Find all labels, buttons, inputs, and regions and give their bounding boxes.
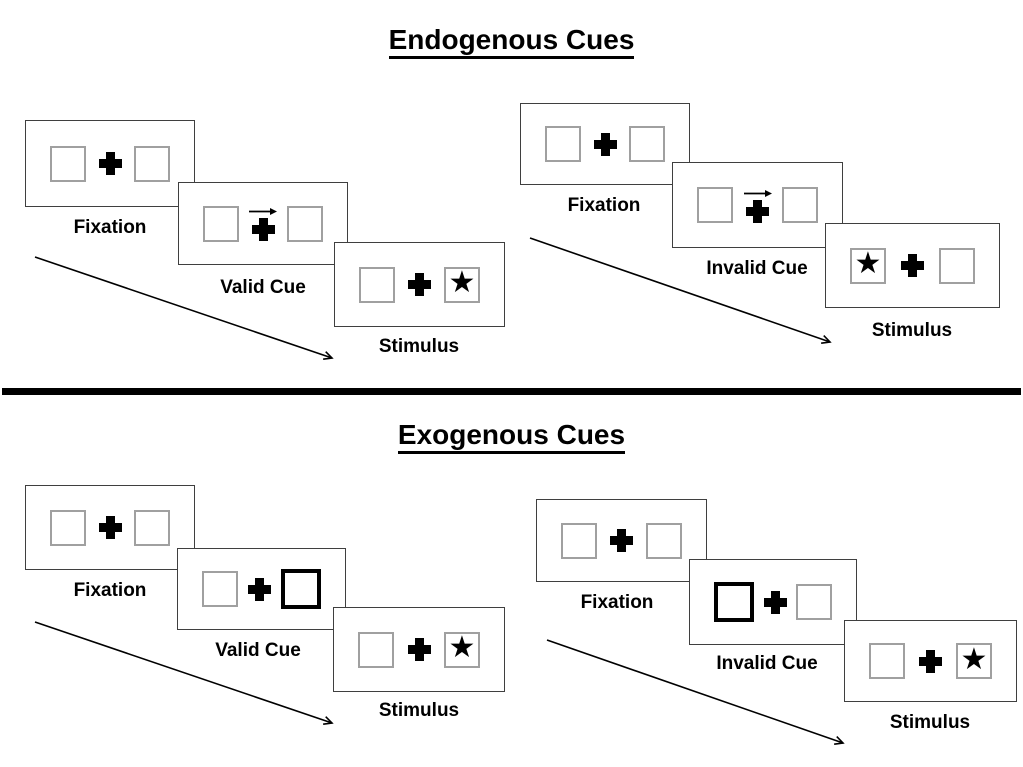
fixation-cross-icon bbox=[251, 218, 275, 241]
panel-label: Fixation bbox=[567, 195, 641, 216]
time-course-arrow bbox=[34, 621, 334, 726]
target-box-right: ★ bbox=[444, 266, 480, 303]
panel-label: Fixation bbox=[73, 217, 147, 238]
panel-label: Invalid Cue bbox=[716, 653, 818, 674]
target-box-right: ★ bbox=[444, 631, 480, 668]
time-course-arrow bbox=[529, 237, 832, 344]
endogenous-title-text: Endogenous Cues bbox=[388, 24, 635, 59]
exogenous-invalid-fixation-screen bbox=[536, 499, 707, 582]
panel-label: Stimulus bbox=[378, 700, 460, 721]
cue-arrow-right-icon bbox=[743, 189, 772, 197]
star-stimulus-icon: ★ bbox=[960, 642, 988, 676]
cue-arrow-right-icon bbox=[249, 208, 277, 215]
exogenous-invalid-stimulus-screen: ★ bbox=[844, 620, 1017, 702]
fixation-cross-icon bbox=[593, 132, 617, 156]
highlighted-cue-box-right bbox=[281, 569, 321, 609]
exogenous-valid-cue-screen bbox=[177, 548, 346, 630]
fixation-cross-icon bbox=[408, 273, 431, 296]
placeholder-box-left bbox=[545, 126, 581, 162]
exogenous-title-text: Exogenous Cues bbox=[397, 419, 626, 454]
placeholder-box-left bbox=[50, 509, 86, 546]
placeholder-box-left bbox=[359, 266, 395, 303]
fixation-cross-icon bbox=[746, 199, 769, 223]
exogenous-valid-stimulus-screen: ★ bbox=[333, 607, 505, 692]
panel-label: Invalid Cue bbox=[706, 258, 808, 279]
placeholder-box-right bbox=[796, 584, 832, 620]
placeholder-box-right bbox=[134, 509, 170, 546]
endogenous-valid-cue-screen bbox=[178, 182, 348, 265]
panel-label: Stimulus bbox=[378, 336, 460, 357]
placeholder-box-right bbox=[646, 522, 682, 559]
star-stimulus-icon: ★ bbox=[448, 266, 476, 299]
placeholder-box-right bbox=[134, 145, 170, 182]
endogenous-valid-fixation-screen bbox=[25, 120, 195, 207]
placeholder-box-left bbox=[203, 205, 239, 242]
highlighted-cue-box-left bbox=[714, 582, 754, 622]
fixation-cross-icon bbox=[98, 152, 122, 175]
fixation-cross-icon bbox=[901, 254, 924, 277]
fixation-cross-icon bbox=[610, 529, 633, 552]
endogenous-invalid-cue-screen bbox=[672, 162, 843, 248]
panel-label: Fixation bbox=[580, 592, 654, 613]
panel-label: Stimulus bbox=[889, 712, 971, 733]
endogenous-section-title: Endogenous Cues bbox=[0, 24, 1023, 59]
exogenous-valid-fixation-screen bbox=[25, 485, 195, 570]
endogenous-valid-stimulus-screen: ★ bbox=[334, 242, 505, 327]
placeholder-box-left bbox=[50, 145, 86, 182]
fixation-cross-icon bbox=[407, 638, 431, 661]
placeholder-box-left bbox=[561, 522, 597, 559]
placeholder-box-left bbox=[202, 571, 238, 607]
placeholder-box-right bbox=[629, 126, 665, 162]
panel-label: Valid Cue bbox=[215, 640, 301, 661]
exogenous-invalid-cue-screen bbox=[689, 559, 857, 645]
placeholder-box-right bbox=[939, 247, 975, 284]
target-box-left: ★ bbox=[850, 247, 886, 284]
fixation-cross-icon bbox=[919, 649, 942, 673]
panel-label: Valid Cue bbox=[220, 277, 306, 298]
section-divider bbox=[2, 388, 1021, 395]
time-course-arrow bbox=[34, 256, 334, 361]
placeholder-box-right bbox=[287, 205, 323, 242]
fixation-cross-icon bbox=[98, 516, 122, 539]
placeholder-box-left bbox=[358, 631, 394, 668]
panel-label: Stimulus bbox=[871, 320, 953, 341]
star-stimulus-icon: ★ bbox=[448, 631, 476, 664]
endogenous-invalid-fixation-screen bbox=[520, 103, 690, 185]
target-box-right: ★ bbox=[956, 643, 992, 679]
placeholder-box-left bbox=[869, 643, 905, 679]
time-course-arrow bbox=[546, 639, 845, 745]
placeholder-box-right bbox=[782, 187, 818, 223]
panel-label: Fixation bbox=[73, 580, 147, 601]
fixation-cross-icon bbox=[248, 577, 271, 601]
star-stimulus-icon: ★ bbox=[854, 247, 882, 280]
placeholder-box-left bbox=[697, 187, 733, 223]
exogenous-section-title: Exogenous Cues bbox=[0, 419, 1023, 454]
endogenous-invalid-stimulus-screen: ★ bbox=[825, 223, 1000, 308]
fixation-cross-icon bbox=[763, 590, 787, 614]
